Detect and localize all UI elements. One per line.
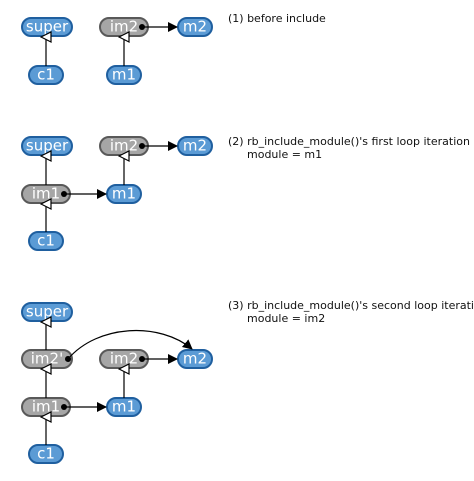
panel-1: (1) before include super c1 im2 m2 m1 [21,12,326,85]
panel-1-node-super-label: super [26,18,69,36]
panel-3-node-im1: im1 [21,397,71,417]
panel-1-node-c1: c1 [28,65,64,85]
panel-3-node-m2: m2 [177,349,213,369]
panel-2-node-c1: c1 [28,231,64,251]
panel-3-node-super-label: super [26,303,69,321]
panel-2-node-super: super [21,136,73,156]
panel-3: (3) rb_include_module()'s second loop it… [21,299,474,464]
panel-2-node-m1-label: m1 [112,185,136,203]
panel-1-node-im2-label: im2 [110,18,138,36]
panel-3-node-c1: c1 [28,444,64,464]
panel-1-node-m1: m1 [106,65,142,85]
panel-2-caption-line-1: (2) rb_include_module()'s first loop ite… [228,135,470,148]
panel-2-node-m2: m2 [177,136,213,156]
panel-2-node-im2: im2 [99,136,149,156]
panel-3-node-super: super [21,302,73,322]
panel-1-node-m2: m2 [177,17,213,37]
panel-2-caption-line-2: module = m1 [247,148,322,161]
panel-3-node-m1-label: m1 [112,398,136,416]
panel-3-node-c1-label: c1 [37,445,55,463]
panel-2-node-m1: m1 [106,184,142,204]
panel-2-node-c1-label: c1 [37,232,55,250]
panel-3-caption-line-1: (3) rb_include_module()'s second loop it… [228,299,474,312]
panel-3-node-im2-prime: im2' [21,349,73,369]
panel-1-node-c1-label: c1 [37,66,55,84]
panel-2: (2) rb_include_module()'s first loop ite… [21,135,470,251]
panel-1-node-im2: im2 [99,17,149,37]
panel-2-node-im1: im1 [21,184,71,204]
panel-3-caption-line-2: module = im2 [247,312,325,325]
panel-3-node-m1: m1 [106,397,142,417]
panel-2-node-im1-label: im1 [32,185,60,203]
panel-1-node-m2-label: m2 [183,18,207,36]
panel-1-caption-line-1: (1) before include [228,12,326,25]
panel-3-node-im1-label: im1 [32,398,60,416]
panel-3-node-im2: im2 [99,349,149,369]
panel-3-node-im2-label: im2 [110,350,138,368]
panel-3-node-im2-prime-label: im2' [31,350,63,368]
panel-3-node-m2-label: m2 [183,350,207,368]
panel-3-edge-im2-prime-m2 [65,329,193,362]
panel-1-node-super: super [21,17,73,37]
panel-2-node-super-label: super [26,137,69,155]
panel-1-node-m1-label: m1 [112,66,136,84]
panel-2-node-im2-label: im2 [110,137,138,155]
panel-2-node-m2-label: m2 [183,137,207,155]
